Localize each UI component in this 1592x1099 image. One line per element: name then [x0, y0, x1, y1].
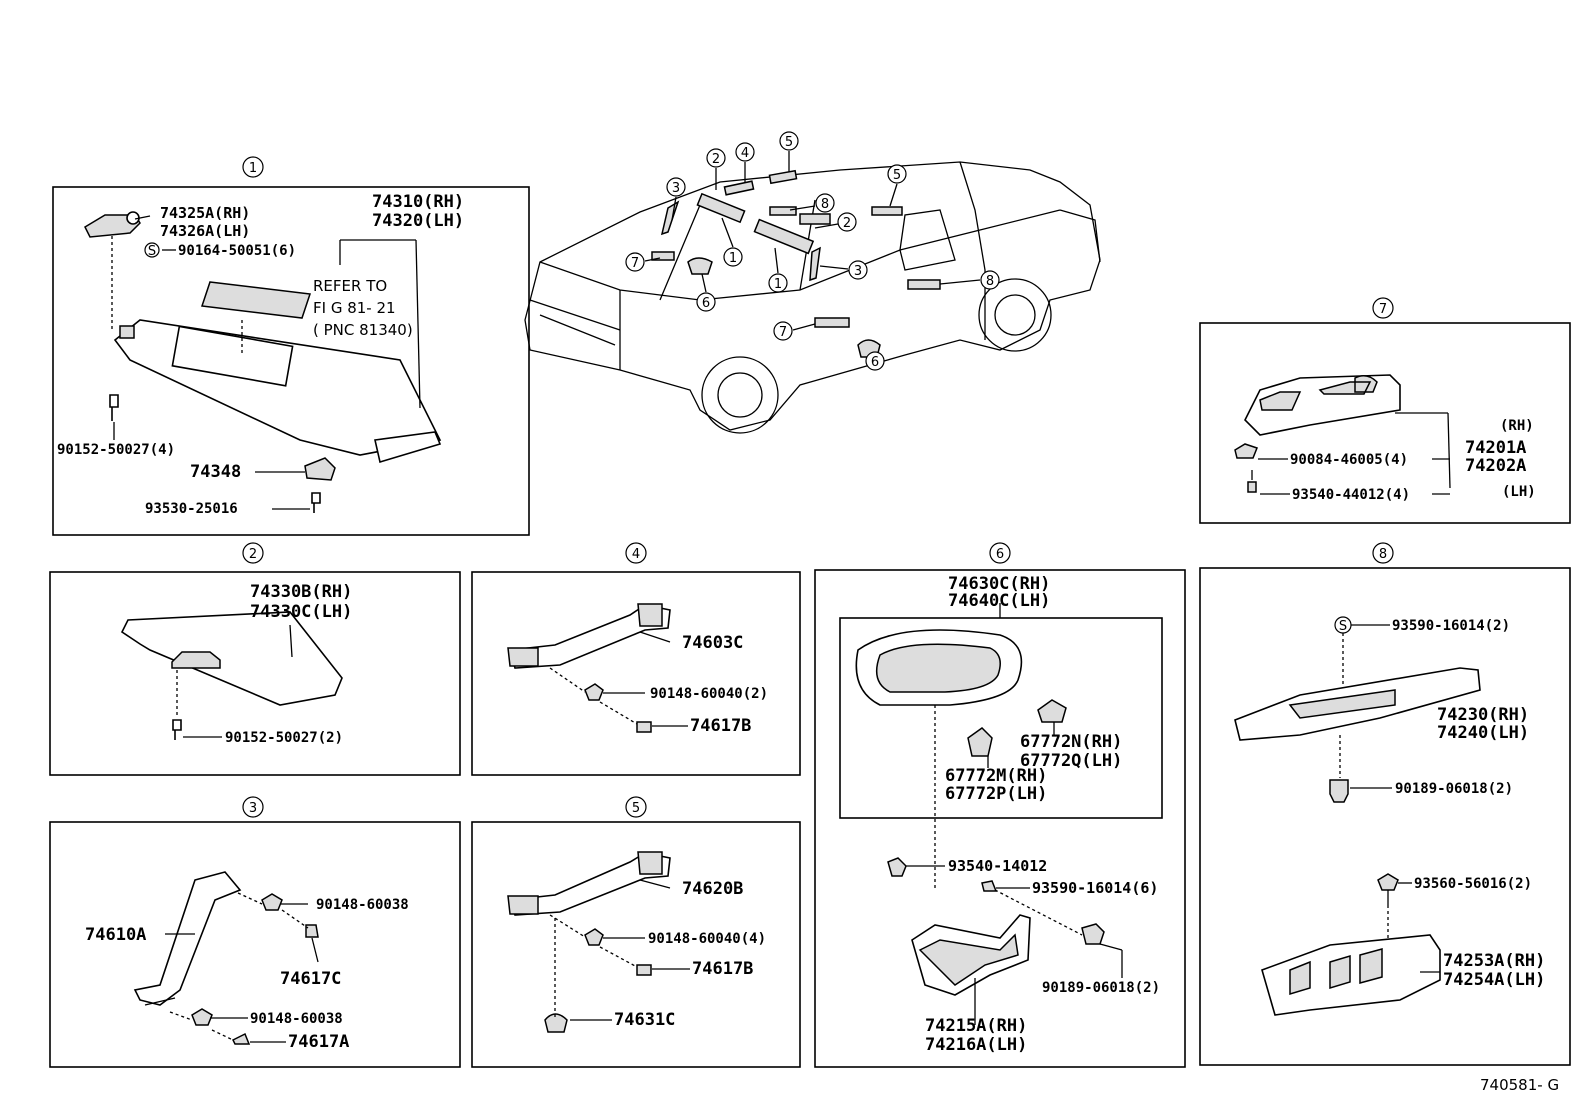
label-74603C: 74603C — [682, 633, 743, 653]
label-93590-16014-6: 93590-16014(6) — [1032, 879, 1158, 897]
label-74630C: 74630C(RH) — [948, 574, 1050, 594]
panel-6-door-handle: 6 74630C(RH) 74640C(LH) 67772N(RH) 67772… — [814, 542, 1186, 1068]
panel-8-index: 8 — [1379, 547, 1387, 562]
label-74617B-panel5: 74617B — [692, 959, 753, 979]
label-90189-06018-2-panel6: 90189-06018(2) — [1042, 980, 1160, 996]
label-74326A: 74326A(LH) — [160, 222, 250, 240]
panel-5-assist-grip: 5 74620B 90148-60040(4) 74617B 74631C — [471, 796, 801, 1068]
diagram-code: 740581- G — [1480, 1076, 1559, 1094]
panel-3-assist-grip: 3 74610A 90148-60038 74617C 90148-60038 … — [49, 796, 461, 1068]
label-67772M: 67772M(RH) — [945, 766, 1047, 786]
label-74617A: 74617A — [288, 1032, 349, 1052]
label-90148-60040-4: 90148-60040(4) — [648, 931, 766, 947]
panel-7-index: 7 — [1379, 302, 1387, 317]
label-90084-46005: 90084-46005(4) — [1290, 452, 1408, 468]
label-74620B: 74620B — [682, 879, 743, 899]
label-74254A: 74254A(LH) — [1443, 970, 1545, 990]
label-74348: 74348 — [190, 462, 241, 482]
refer-to-line1: REFER TO — [313, 277, 387, 295]
label-67772Q: 67772Q(LH) — [1020, 751, 1122, 771]
panel-8-armrest-base: 8 S 93590-16014(2) 74230(RH) 74240(LH) 9… — [1199, 542, 1571, 1066]
svg-text:7: 7 — [631, 256, 639, 271]
label-74617B-panel4: 74617B — [690, 716, 751, 736]
symbol-s-panel8: S — [1339, 619, 1347, 634]
label-93540-44012: 93540-44012(4) — [1292, 487, 1410, 503]
svg-text:3: 3 — [672, 181, 680, 196]
panel-1-sun-visor: 1 74325A(RH) 74326A(LH) S 90164-50051(6)… — [52, 156, 530, 536]
label-90189-06018-2-panel8: 90189-06018(2) — [1395, 781, 1513, 797]
truck-callouts: 2 4 5 3 8 2 5 1 1 3 7 6 8 7 6 — [625, 131, 1000, 371]
label-93530-25016: 93530-25016 — [145, 501, 238, 517]
refer-to-line3: ( PNC 81340) — [313, 321, 413, 339]
label-67772P: 67772P(LH) — [945, 784, 1047, 804]
svg-text:1: 1 — [774, 277, 782, 292]
label-90152-50027-4: 90152-50027(4) — [57, 442, 175, 458]
label-90152-50027-2: 90152-50027(2) — [225, 730, 343, 746]
label-74310: 74310(RH) — [372, 192, 464, 212]
panel-7-switch-bezel: 7 (RH) 74201A 74202A (LH) 90084-46005(4)… — [1199, 297, 1571, 524]
label-74320: 74320(LH) — [372, 211, 464, 231]
label-74640C: 74640C(LH) — [948, 591, 1050, 611]
label-90148-60038-lower: 90148-60038 — [250, 1011, 343, 1027]
svg-text:3: 3 — [854, 264, 862, 279]
svg-text:1: 1 — [729, 251, 737, 266]
label-74216A: 74216A(LH) — [925, 1035, 1027, 1055]
label-93540-14012: 93540-14012 — [948, 857, 1047, 875]
svg-text:5: 5 — [785, 135, 793, 150]
label-67772N: 67772N(RH) — [1020, 732, 1122, 752]
symbol-s: S — [148, 244, 156, 259]
label-74631C: 74631C — [614, 1010, 675, 1030]
label-74325A: 74325A(RH) — [160, 204, 250, 222]
svg-text:2: 2 — [843, 216, 851, 231]
label-rh-panel7: (RH) — [1500, 418, 1534, 434]
label-93560-56016: 93560-56016(2) — [1414, 876, 1532, 892]
svg-text:8: 8 — [821, 197, 829, 212]
svg-text:2: 2 — [712, 152, 720, 167]
svg-text:6: 6 — [702, 296, 710, 311]
label-74202A: 74202A — [1465, 456, 1526, 476]
label-74617C: 74617C — [280, 969, 341, 989]
panel-4-assist-grip: 4 74603C 90148-60040(2) 74617B — [471, 542, 801, 776]
label-74330C: 74330C(LH) — [250, 602, 352, 622]
panel-3-index: 3 — [249, 801, 257, 816]
svg-text:4: 4 — [741, 146, 749, 161]
label-90164-50051: 90164-50051(6) — [178, 243, 296, 259]
svg-text:5: 5 — [893, 168, 901, 183]
label-74610A: 74610A — [85, 925, 146, 945]
panel-2-sun-visor: 2 74330B(RH) 74330C(LH) 90152-50027(2) — [49, 542, 461, 776]
panel-4-index: 4 — [632, 547, 640, 562]
label-74330B: 74330B(RH) — [250, 582, 352, 602]
svg-text:7: 7 — [779, 325, 787, 340]
panel-2-index: 2 — [249, 547, 257, 562]
label-74215A: 74215A(RH) — [925, 1016, 1027, 1036]
label-lh-panel7: (LH) — [1502, 484, 1536, 500]
truck-illustration — [524, 161, 1101, 434]
label-93590-16014-2: 93590-16014(2) — [1392, 618, 1510, 634]
refer-to-line2: FI G 81- 21 — [313, 299, 396, 317]
label-74201A: 74201A — [1465, 438, 1526, 458]
label-74230: 74230(RH) — [1437, 705, 1529, 725]
svg-text:6: 6 — [871, 355, 879, 370]
svg-text:8: 8 — [986, 274, 994, 289]
label-74253A: 74253A(RH) — [1443, 951, 1545, 971]
panel-6-index: 6 — [996, 547, 1004, 562]
label-74240: 74240(LH) — [1437, 723, 1529, 743]
label-90148-60040-2: 90148-60040(2) — [650, 686, 768, 702]
panel-1-index: 1 — [249, 161, 257, 176]
panel-5-index: 5 — [632, 801, 640, 816]
label-90148-60038-upper: 90148-60038 — [316, 897, 409, 913]
